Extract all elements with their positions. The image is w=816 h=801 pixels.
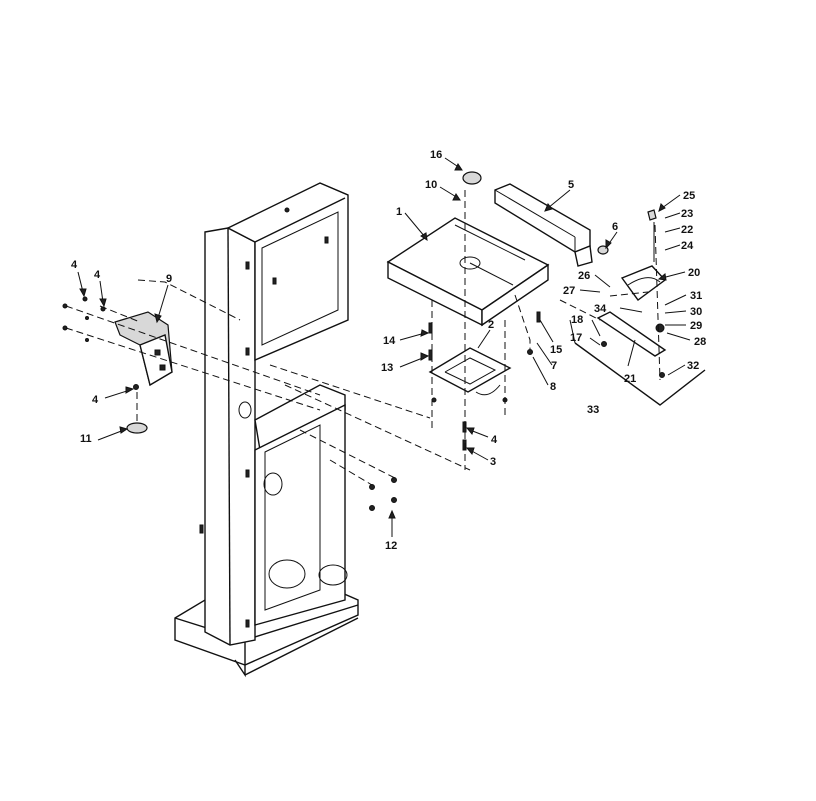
callout-label: 7 bbox=[551, 360, 557, 372]
callout-label: 32 bbox=[687, 360, 699, 372]
miter-gauge bbox=[569, 209, 706, 406]
callout-label: 15 bbox=[550, 344, 562, 356]
rip-fence bbox=[494, 183, 609, 267]
callout-label: 30 bbox=[690, 306, 702, 318]
callout-label: 34 bbox=[594, 303, 607, 315]
callout-label: 4 bbox=[94, 269, 101, 281]
saw-table bbox=[386, 171, 550, 396]
callout-label: 3 bbox=[490, 456, 496, 468]
callout-label: 8 bbox=[550, 381, 556, 393]
callout-label: 12 bbox=[385, 540, 397, 552]
callout-label: 11 bbox=[80, 433, 92, 445]
leader-arrows bbox=[77, 157, 691, 537]
callout-label: 4 bbox=[491, 434, 498, 446]
callout-label: 16 bbox=[430, 149, 442, 161]
callout-label: 13 bbox=[381, 362, 393, 374]
callout-label: 27 bbox=[563, 285, 575, 297]
trunnion-bracket bbox=[114, 311, 173, 434]
callout-label: 5 bbox=[568, 179, 574, 191]
callout-label: 26 bbox=[578, 270, 590, 282]
callout-label: 4 bbox=[92, 394, 99, 406]
callout-label: 6 bbox=[612, 221, 618, 233]
callout-label: 18 bbox=[571, 314, 583, 326]
callout-label: 20 bbox=[688, 267, 700, 279]
callout-label: 14 bbox=[383, 335, 396, 347]
callout-label: 9 bbox=[166, 273, 172, 285]
callout-label: 2 bbox=[488, 319, 494, 331]
callout-label: 10 bbox=[425, 179, 437, 191]
callout-label: 29 bbox=[690, 320, 702, 332]
callout-label: 17 bbox=[570, 332, 582, 344]
callout-label: 25 bbox=[683, 190, 695, 202]
callout-label: 1 bbox=[396, 206, 402, 218]
callout-label: 28 bbox=[694, 336, 706, 348]
assembly-lines bbox=[65, 190, 661, 486]
saw-frame bbox=[174, 182, 359, 678]
callout-label: 4 bbox=[71, 259, 78, 271]
callout-label: 31 bbox=[690, 290, 702, 302]
callout-label: 24 bbox=[681, 240, 694, 252]
callout-labels: 1 2 3 4 4 4 4 5 6 7 8 9 10 11 12 13 14 1… bbox=[71, 149, 706, 552]
callout-label: 21 bbox=[624, 373, 636, 385]
callout-label: 22 bbox=[681, 224, 693, 236]
callout-label: 33 bbox=[587, 404, 599, 416]
callout-label: 23 bbox=[681, 208, 693, 220]
